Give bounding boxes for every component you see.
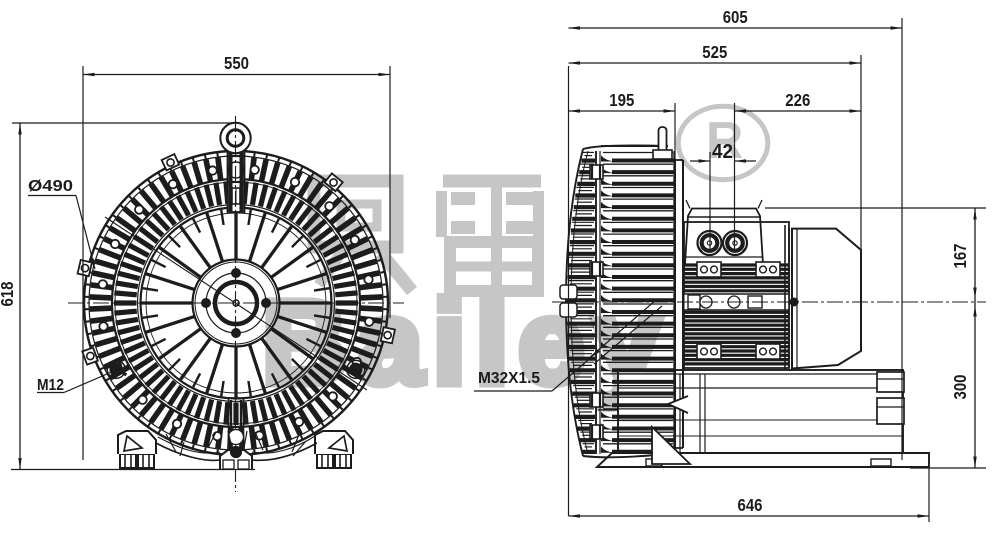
svg-text:550: 550	[224, 53, 249, 73]
svg-text:195: 195	[609, 90, 634, 110]
svg-text:R: R	[706, 112, 744, 170]
svg-text:605: 605	[723, 7, 748, 27]
svg-text:167: 167	[950, 244, 970, 269]
svg-text:226: 226	[785, 90, 810, 110]
svg-text:300: 300	[950, 374, 970, 399]
svg-text:42: 42	[712, 141, 733, 163]
svg-text:525: 525	[702, 42, 727, 62]
svg-text:Ø490: Ø490	[28, 178, 73, 195]
svg-text:646: 646	[738, 495, 763, 515]
svg-text:M32X1.5: M32X1.5	[478, 370, 540, 387]
svg-text:M12: M12	[37, 377, 64, 394]
svg-text:618: 618	[0, 281, 17, 306]
